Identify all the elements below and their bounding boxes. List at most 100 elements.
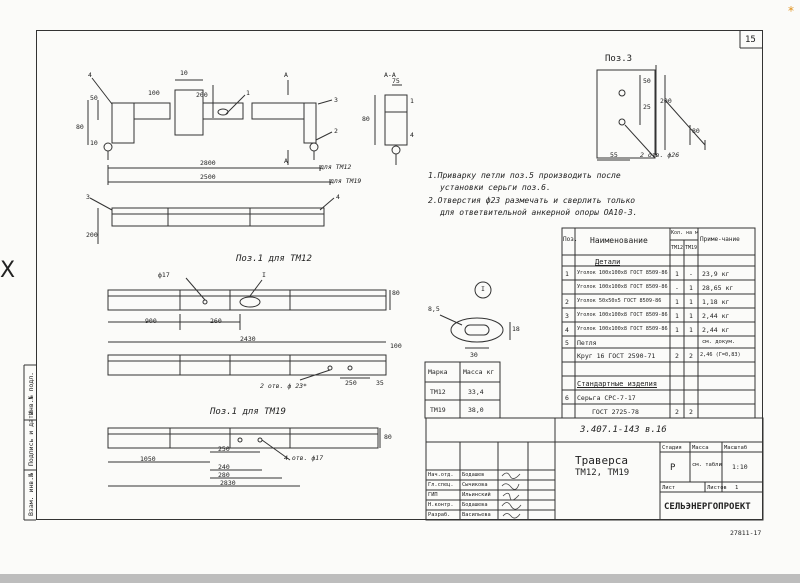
poz1-tm19-dim: 2830 [220,479,236,487]
poz1-tm12-title: Поз.1 для ТМ12 [236,254,312,264]
role-label: Разраб. [428,512,451,518]
callout: 4 [336,193,340,201]
spec-name: Серьга СРС-7-17 [577,394,636,402]
role-label: Гл.спец. [428,482,454,488]
spec-name: Уголок 100х100х8 ГОСТ 8509-86 [577,284,668,290]
note-line: для ответвительной анкерной опоры ОА10-3… [440,208,638,217]
signature [501,483,520,490]
poz1-tm12-dim: 250 [345,379,357,387]
poz1-tm19-dim: 1050 [140,455,156,463]
poz3-dim: 50 [643,77,651,85]
corner-mark: * [788,4,794,18]
signature [502,492,520,501]
main-dim: 10 [90,139,98,147]
section-aa-callout: 4 [410,131,414,139]
sheet-number: 15 [745,35,756,45]
poz1-tm19-dim: 80 [384,433,392,441]
poz1-tm12-dim: 35 [376,379,384,387]
spec-header-name: Наименование [590,236,648,245]
spec-qty-tm19: 2 [689,352,693,360]
poz1-tm12-dim: 100 [390,342,402,350]
main-dim-2800: 2800 [200,159,216,167]
beam-segment-1 [133,102,171,120]
spec-section-details: Детали [595,258,621,266]
poz3-dim: 200 [660,97,672,105]
spec-name: Уголок 100х100х8 ГОСТ 8509-86 [577,270,668,276]
spec-pos: 2 [565,298,569,306]
person-name: Бодашев [462,472,485,478]
callout: 2 [334,127,338,135]
spec-qty-tm19: 1 [689,326,693,334]
spec-header-qty: Кол. на марку [671,230,698,236]
spec-qty-tm19: - [689,270,693,278]
spec-pos: 1 [565,270,569,278]
section-aa-dim: 75 [392,77,400,85]
spec-qty-tm19: 1 [689,298,693,306]
spec-pos: 3 [565,312,569,320]
scale-header: Масштаб [724,445,748,451]
spec-qty-tm12: 2 [675,352,679,360]
signature [502,513,521,519]
bottom-bar [0,574,800,583]
poz1-tm12-hole-dia: ф17 [158,271,170,279]
drawing-subtitle: ТМ12, ТМ19 [575,468,630,478]
spec-qty-tm19: 1 [689,312,693,320]
mass-table-header: Марка [428,368,448,376]
spec-qty-tm12: 1 [675,312,679,320]
section-aa-callout: 1 [410,97,414,105]
spec-note: 2,44 кг [702,312,730,320]
mass-table-cell: ТМ12 [430,388,446,396]
detail-i-dim: 30 [470,351,478,359]
spec-qty-tm12: 1 [675,326,679,334]
drawing-title: Траверса [575,454,628,467]
beam-segment-2 [202,102,244,120]
poz1-tm12-dim: 900 [145,317,157,325]
spec-qty-tm12: 1 [675,270,679,278]
sheets-label: Листов [707,485,727,491]
spec-name: Уголок 100х100х8 ГОСТ 8509-86 [577,326,668,332]
sheet-label: Лист [662,485,676,491]
callout: 3 [334,96,338,104]
role-label: ГИП [428,492,438,498]
detail-i-marker: I [481,285,485,293]
bracket-right [303,102,317,144]
spec-note: 23,9 кг [702,270,730,278]
poz1-tm12-holes-label: 2 отв. ф 23* [260,382,307,390]
callout: 4 [88,71,92,79]
spec-header-tm19: ТМ19 [685,245,698,251]
spec-pos: 6 [565,394,569,402]
length-label-tm12: для ТМ12 [320,163,352,171]
scale-value: 1:10 [732,463,748,471]
spec-qty-tm12: 2 [675,408,679,416]
poz1-tm19-dim: 250 [218,445,230,453]
sheets-count: 1 [735,485,739,491]
role-label: Нач.отд. [428,472,454,478]
spec-name: Круг 16 ГОСТ 2590-71 [577,352,656,360]
callout: 3 [86,193,90,201]
spec-note: 2,44 кг [702,326,730,334]
person-name: Ильинский [462,492,491,498]
section-aa-dim: 80 [362,115,370,123]
poz1-tm12-dim: 80 [392,289,400,297]
poz3-dim: 55 [610,151,618,159]
spec-header-note: Приме-чание [700,236,740,243]
spec-qty-tm19: 1 [689,284,693,292]
corner-code: 27811-17 [730,529,762,537]
main-dim: 10 [180,69,188,77]
mass-table-cell: ТМ19 [430,406,446,414]
spec-qty-tm12: - [675,284,679,292]
poz1-tm12-dim: 260 [210,317,222,325]
person-name: Васильева [462,512,491,518]
mass-table-cell: 38,0 [468,406,484,414]
main-dim: 200 [196,91,208,99]
person-name: Бодашева [462,502,488,508]
note-line: 1.Приварку петли поз.5 производить после [428,171,621,180]
spec-note: 28,65 кг [702,284,734,292]
poz1-tm19-holes-label: 4 отв. ф17 [284,454,324,462]
spec-name: ГОСТ 2725-78 [592,408,639,416]
poz1-tm19-dim: 240 [218,463,230,471]
doc-code: 3.407.1-143 в.16 [580,425,667,435]
